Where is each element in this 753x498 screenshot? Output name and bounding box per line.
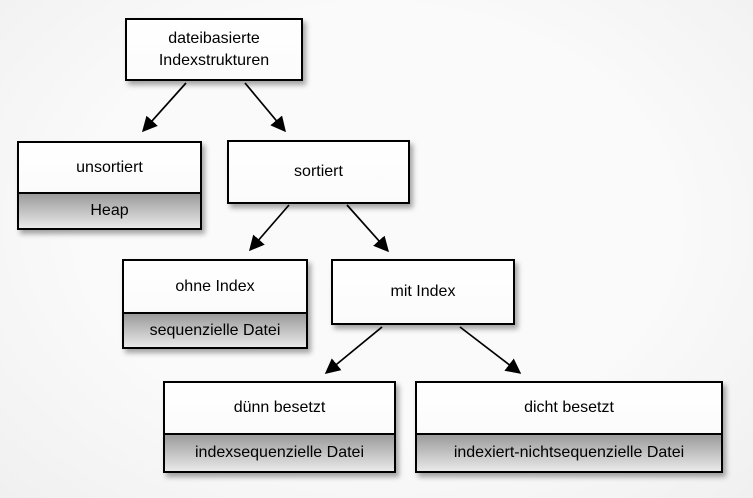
edge-withindex-sparse: [324, 326, 383, 374]
node-sparse-label: dünn besetzt: [165, 383, 394, 433]
edge-sorted-withindex: [346, 204, 390, 253]
node-sparse: dünn besetzt indexsequenzielle Datei: [163, 381, 396, 473]
edge-root-sorted: [244, 82, 286, 133]
node-root-label: dateibasierte Indexstrukturen: [127, 20, 301, 79]
node-root: dateibasierte Indexstrukturen: [125, 18, 303, 81]
node-dense-sublabel: indexiert-nichtsequenzielle Datei: [417, 433, 721, 471]
edge-withindex-dense: [459, 326, 522, 374]
edge-sorted-noindex: [248, 204, 290, 252]
node-sorted-label: sortiert: [229, 142, 408, 202]
node-no-index-label: ohne Index: [124, 261, 306, 312]
edge-root-unsorted: [141, 82, 187, 133]
node-dense: dicht besetzt indexiert-nichtsequenziell…: [415, 381, 723, 473]
node-no-index: ohne Index sequenzielle Datei: [122, 259, 308, 349]
node-sorted: sortiert: [227, 140, 410, 204]
node-no-index-sublabel: sequenzielle Datei: [124, 312, 306, 347]
node-sparse-sublabel: indexsequenzielle Datei: [165, 433, 394, 471]
node-root-label-text: dateibasierte Indexstrukturen: [158, 29, 270, 69]
node-with-index: mit Index: [331, 259, 515, 325]
node-unsorted-label: unsortiert: [19, 143, 200, 192]
node-with-index-label: mit Index: [333, 261, 513, 323]
node-unsorted: unsortiert Heap: [17, 141, 202, 230]
node-dense-label: dicht besetzt: [417, 383, 721, 433]
node-unsorted-sublabel: Heap: [19, 192, 200, 228]
